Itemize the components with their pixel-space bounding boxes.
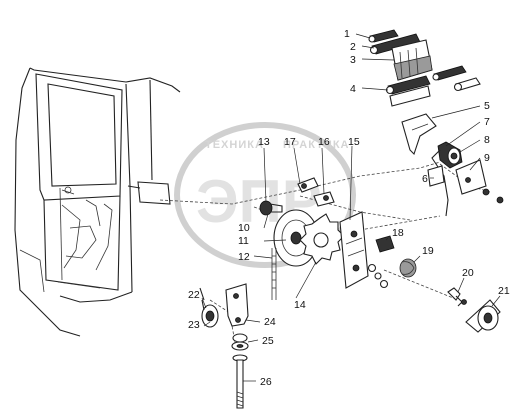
- part-lever-6: [427, 165, 504, 204]
- part-bracket-24: [225, 283, 249, 327]
- callout-17: 17: [284, 136, 296, 148]
- watermark-right-text: ПРАКТИКА: [283, 139, 350, 151]
- part-glass-channel-3: [391, 39, 433, 81]
- callout-labels: 1 2 3 4 5 6 7 8 9 10 11 12 13 14 15 16 1…: [188, 28, 510, 388]
- part-spring-12: [271, 248, 277, 300]
- truck-cab-door: [14, 67, 181, 337]
- part-seal-set-4: [385, 65, 481, 107]
- part-rubber-7-8: [431, 141, 463, 217]
- callout-6: 6: [422, 173, 428, 185]
- callout-13: 13: [258, 136, 270, 148]
- callout-10: 10: [238, 222, 250, 234]
- callout-7: 7: [484, 116, 490, 128]
- part-bolt-10-13: [259, 200, 283, 216]
- part-handle-21: [465, 299, 501, 333]
- part-seal-strip-1: [368, 29, 399, 43]
- callout-11: 11: [238, 235, 249, 247]
- callout-12: 12: [238, 251, 250, 263]
- callout-16: 16: [318, 136, 330, 148]
- part-clip-18: [367, 235, 395, 289]
- callout-3: 3: [350, 54, 356, 66]
- watermark: ТЕХНИКА ПРАКТИКА ЭПР: [174, 122, 356, 268]
- callout-9: 9: [484, 152, 490, 164]
- part-link-16-17: [297, 177, 335, 207]
- callout-1: 1: [344, 28, 350, 40]
- callout-2: 2: [350, 41, 356, 53]
- callout-14: 14: [294, 299, 306, 311]
- callout-23: 23: [188, 319, 200, 331]
- callout-19: 19: [422, 245, 434, 257]
- callout-4: 4: [350, 83, 356, 95]
- part-bolt-26: [232, 354, 248, 409]
- part-bolt-20: [447, 287, 467, 307]
- callout-21: 21: [498, 285, 510, 297]
- part-gear-14: [299, 213, 345, 265]
- part-mounting-plate-15: [339, 211, 369, 289]
- callout-15: 15: [348, 136, 360, 148]
- part-knob-22-23: [199, 287, 219, 328]
- callout-26: 26: [260, 376, 272, 388]
- leader-lines: [201, 33, 501, 382]
- callout-25: 25: [262, 335, 274, 347]
- callout-5: 5: [484, 100, 490, 112]
- part-plate-9: [455, 159, 487, 195]
- watermark-top-text: ТЕХНИКА: [205, 139, 264, 151]
- part-bracket-5: [401, 113, 437, 156]
- callout-18: 18: [392, 227, 404, 239]
- callout-20: 20: [462, 267, 474, 279]
- part-spring-19: [399, 258, 417, 278]
- callout-8: 8: [484, 134, 490, 146]
- part-washer-25: [231, 333, 249, 351]
- callout-22: 22: [188, 289, 200, 301]
- callout-24: 24: [264, 316, 276, 328]
